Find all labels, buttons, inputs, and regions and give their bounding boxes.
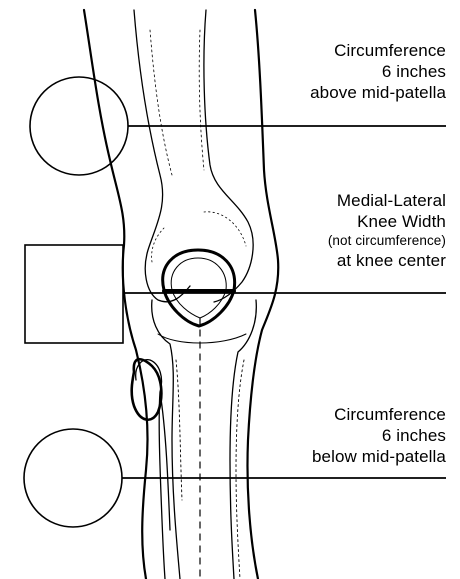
label-line: below mid-patella <box>312 446 446 467</box>
patella <box>163 250 235 326</box>
label-line: 6 inches <box>310 61 446 82</box>
label-line: Medial-Lateral <box>328 190 446 211</box>
label-line: Circumference <box>312 404 446 425</box>
circumference-above-marker <box>30 77 128 175</box>
knee-width-marker <box>25 245 123 343</box>
leg-outline-right <box>247 10 278 579</box>
label-line: Circumference <box>310 40 446 61</box>
label-line: 6 inches <box>312 425 446 446</box>
circumference-below-label: Circumference 6 inches below mid-patella <box>312 404 446 467</box>
knee-width-label: Medial-Lateral Knee Width (not circumfer… <box>328 190 446 271</box>
label-line: above mid-patella <box>310 82 446 103</box>
tibia-medial-dots <box>236 360 244 579</box>
circumference-above-label: Circumference 6 inches above mid-patella <box>310 40 446 103</box>
femur-inner-line <box>150 30 204 175</box>
femur-condyle-dots <box>152 212 246 262</box>
label-note: (not circumference) <box>328 232 446 250</box>
patella-inner <box>171 258 226 318</box>
tibia-lateral-dots <box>176 360 182 500</box>
circumference-below-marker <box>24 429 122 527</box>
label-line: Knee Width <box>328 211 446 232</box>
tibia-plateau <box>158 334 246 343</box>
leg-outline-left <box>84 10 148 579</box>
tibia-outline <box>152 300 257 579</box>
label-line: at knee center <box>328 250 446 271</box>
fibula-outline <box>136 360 170 579</box>
